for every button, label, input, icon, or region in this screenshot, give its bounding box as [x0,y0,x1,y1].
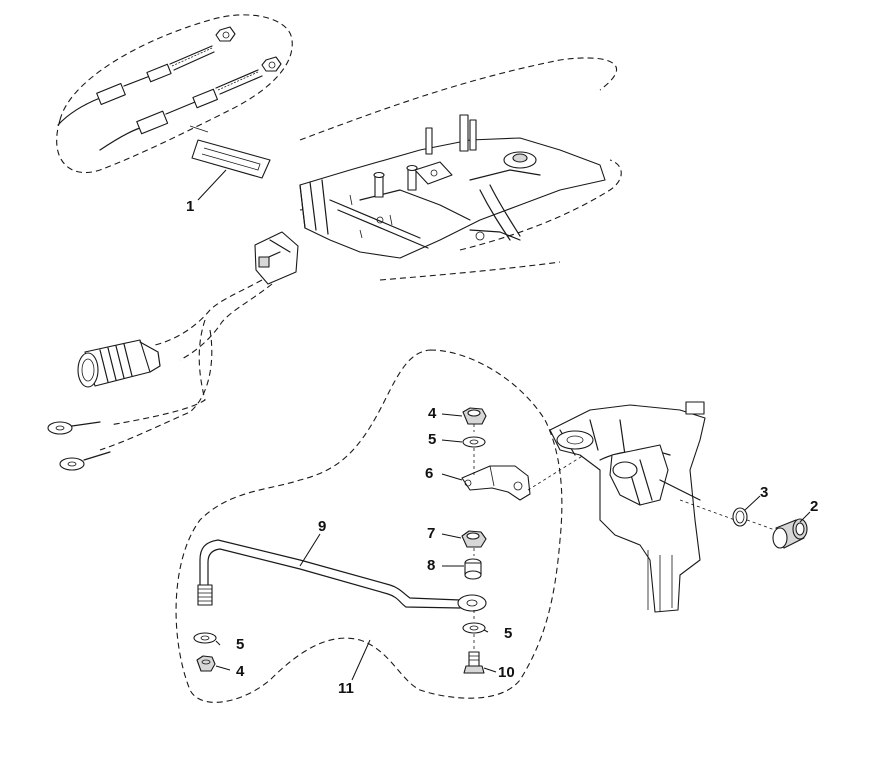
cable-clip [189,125,271,179]
spacer [464,558,482,580]
nut-top [462,407,487,425]
nut-left [196,655,216,672]
linkage-boundary [175,349,563,703]
cable-lower [99,56,282,151]
o-ring [732,507,748,527]
callout-2: 2 [810,498,819,515]
cable-upper [57,26,236,126]
round-connector [77,339,161,388]
engine-bracket [299,57,622,281]
callout-5-left: 5 [236,636,245,653]
lever-bracket [461,465,531,501]
callout-3: 3 [760,484,769,501]
callout-6: 6 [425,465,434,482]
bushing [772,518,808,549]
callout-5-top: 5 [428,431,437,448]
callout-10: 10 [498,664,515,681]
callout-8: 8 [427,557,436,574]
callout-11: 11 [338,680,354,697]
washer-bottom [462,622,486,634]
washer-left [193,632,217,644]
ring-terminals [47,421,111,471]
callout-1: 1 [186,198,195,215]
nut-middle [461,530,487,548]
washer-top [462,436,486,448]
callout-7: 7 [427,525,436,542]
callout-4-top: 4 [428,405,437,422]
lower-unit [549,401,736,613]
callout-9: 9 [318,518,327,535]
linkage-group [175,349,601,703]
callout-5-bottom: 5 [504,625,513,642]
cable-kit-boundary [56,14,293,174]
bolt [463,651,485,674]
leader-lines [197,169,811,681]
wiring-harness [47,231,299,471]
cable-kit-group [56,14,293,179]
callout-4-left: 4 [236,663,245,680]
shift-rod [197,539,487,612]
